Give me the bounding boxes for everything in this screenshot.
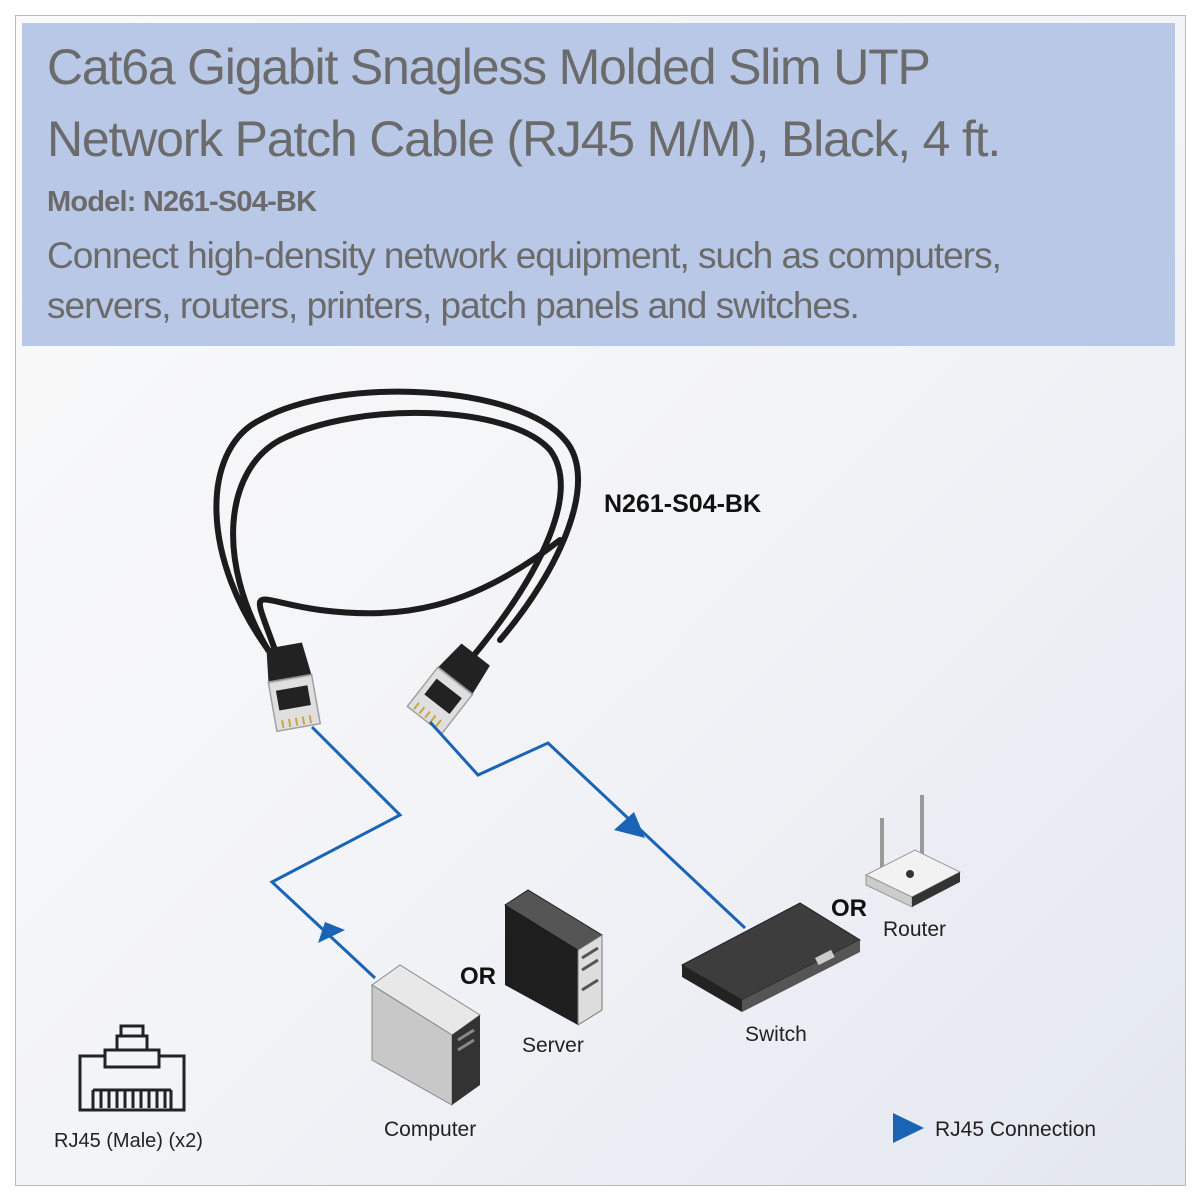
router-label: Router	[883, 918, 947, 941]
server-label: Server	[522, 1034, 584, 1057]
switch-icon	[680, 902, 862, 1012]
or-label-switch-router: OR	[831, 895, 867, 922]
arrow-icon	[318, 922, 345, 943]
model-number: Model: N261-S04-BK	[47, 186, 317, 218]
patch-cable-image	[213, 388, 582, 663]
connection-line-switch	[428, 720, 747, 930]
rj45-male-icon	[78, 1024, 186, 1112]
arrow-icon	[614, 812, 645, 838]
description-line1: Connect high-density network equipment, …	[47, 235, 1002, 276]
description-line2: servers, routers, printers, patch panels…	[47, 285, 860, 326]
or-label-computer-server: OR	[460, 963, 496, 990]
product-title-line1: Cat6a Gigabit Snagless Molded Slim UTP	[47, 39, 931, 95]
server-icon	[504, 889, 603, 1026]
legend-arrow-icon	[893, 1113, 924, 1143]
cable-model-label: N261-S04-BK	[604, 490, 762, 518]
rj45-connector-right	[406, 643, 490, 735]
router-icon	[864, 795, 962, 908]
rj45-connector-left	[266, 642, 322, 733]
computer-label: Computer	[384, 1118, 477, 1141]
switch-label: Switch	[745, 1023, 807, 1046]
header-banner	[22, 23, 1175, 346]
connection-line-computer	[269, 725, 403, 980]
product-title-line2: Network Patch Cable (RJ45 M/M), Black, 4…	[47, 111, 1001, 167]
computer-icon	[371, 964, 481, 1106]
rj45-male-label: RJ45 (Male) (x2)	[54, 1130, 203, 1152]
legend-label: RJ45 Connection	[935, 1118, 1097, 1141]
